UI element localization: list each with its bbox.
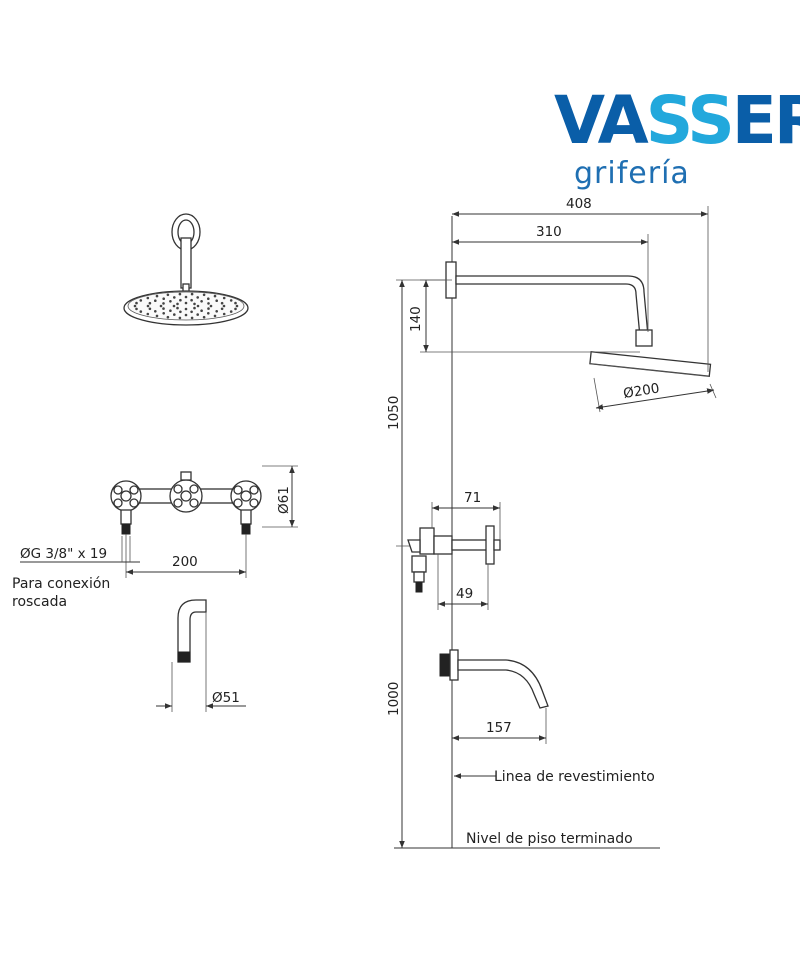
dim-spout-height: 1000 (386, 682, 402, 716)
nozzle-dot (178, 316, 182, 320)
nozzle-dot (222, 312, 226, 316)
nozzle-dot (200, 309, 203, 313)
nozzle-dot (146, 296, 150, 300)
nozzle-dot (162, 302, 165, 305)
spout-side-view (439, 649, 549, 709)
nozzle-dot (166, 293, 170, 297)
nozzle-dot (190, 310, 193, 314)
nozzle-dot (159, 304, 163, 308)
nozzle-dot (222, 304, 226, 308)
nozzle-dot (146, 312, 150, 316)
nozzle-dot (220, 307, 224, 311)
dim-arm-drop: 140 (408, 306, 424, 332)
brand-name: VASSER (554, 82, 800, 159)
nozzle-dot (213, 314, 217, 318)
nozzle-dot (148, 301, 152, 305)
nozzle-dot (135, 301, 138, 305)
nozzle-dot (184, 295, 188, 299)
nozzle-dot (179, 310, 182, 314)
nozzle-dot (207, 297, 210, 301)
nozzle-dot (155, 294, 159, 298)
right-handle (230, 480, 262, 535)
spout-view: Ø51 (156, 599, 246, 712)
nozzle-dot (184, 301, 188, 305)
nozzle-dot (190, 316, 194, 320)
nozzle-dot (173, 296, 176, 299)
nozzle-dot (139, 299, 143, 302)
nozzle-dot (148, 307, 152, 311)
dim-valve-depth: 71 (464, 490, 481, 506)
nozzle-dot (196, 304, 200, 308)
valve-side-view (407, 525, 501, 593)
floor-line-label: Nivel de piso terminado (466, 831, 633, 847)
nozzle-dot (162, 297, 165, 301)
dim-valve-body: 49 (456, 586, 473, 602)
nozzle-dot (234, 301, 237, 305)
shower-head-perspective (123, 213, 249, 326)
dim-arm-length: 310 (536, 224, 562, 240)
nozzle-dot (200, 300, 203, 303)
dim-head-diameter: Ø200 (622, 380, 660, 401)
nozzle-dot (222, 296, 226, 300)
dim-spout-reach: 157 (486, 720, 512, 736)
nozzle-dot (207, 307, 210, 310)
nozzle-dot (215, 299, 218, 303)
nozzle-dot (173, 313, 176, 316)
nozzle-dot (172, 304, 176, 308)
nozzle-dot (207, 302, 210, 305)
dim-total-width: 408 (566, 196, 592, 212)
dim-thread: ØG 3/8" x 19 (20, 546, 107, 562)
left-handle (110, 480, 142, 535)
connection-note-1: Para conexión (12, 576, 110, 592)
nozzle-dot (215, 310, 218, 313)
valve-set-view: Ø61 200 ØG 3/8" x 19 Para conexión rosca… (12, 465, 298, 610)
brand-subtitle: grifería (574, 156, 690, 191)
nozzle-dot (155, 314, 159, 318)
nozzle-dot (184, 307, 188, 311)
nozzle-dot (135, 307, 138, 311)
nozzle-dot (162, 312, 165, 315)
nozzle-dot (179, 298, 182, 302)
dim-handle-diameter: Ø61 (276, 486, 292, 514)
nozzle-dot (133, 304, 137, 308)
dim-valve-spacing: 200 (172, 554, 198, 570)
nozzle-dot (220, 301, 224, 305)
nozzle-dot (176, 306, 179, 310)
nozzle-dot (166, 315, 170, 319)
nozzle-dot (202, 293, 206, 297)
connection-note-2: roscada (12, 594, 67, 610)
nozzle-dot (234, 307, 237, 311)
dim-spout-diameter: Ø51 (212, 690, 240, 706)
brand-logo: VASSER grifería (548, 82, 800, 194)
nozzle-dot (169, 300, 172, 303)
wall-line-label: Linea de revestimiento (494, 769, 655, 785)
nozzle-dot (190, 292, 194, 296)
side-elevation: 408 310 140 Ø200 1050 1000 (386, 196, 717, 849)
nozzle-dot (146, 304, 150, 308)
center-handle (169, 471, 203, 513)
nozzle-dot (196, 313, 199, 316)
nozzle-dot (190, 298, 193, 302)
nozzle-dot (193, 302, 196, 306)
brand-accent-letters: SS (645, 82, 735, 159)
nozzle-dot (169, 309, 172, 313)
nozzle-dot (184, 313, 188, 317)
nozzle-dot (196, 296, 199, 299)
nozzle-dot (209, 304, 213, 308)
nozzle-dot (193, 306, 196, 310)
nozzle-dot (154, 299, 157, 303)
dim-valve-height: 1050 (386, 396, 402, 430)
nozzle-dot (162, 307, 165, 310)
nozzle-dot (207, 312, 210, 315)
nozzle-dot (176, 302, 179, 306)
nozzle-dot (178, 292, 182, 296)
nozzle-dot (213, 294, 217, 298)
nozzle-dot (139, 310, 143, 313)
nozzle-dot (229, 310, 233, 313)
nozzle-dot (235, 304, 239, 308)
nozzle-dot (154, 310, 157, 313)
nozzle-dot (202, 315, 206, 319)
nozzle-dot (229, 299, 233, 302)
